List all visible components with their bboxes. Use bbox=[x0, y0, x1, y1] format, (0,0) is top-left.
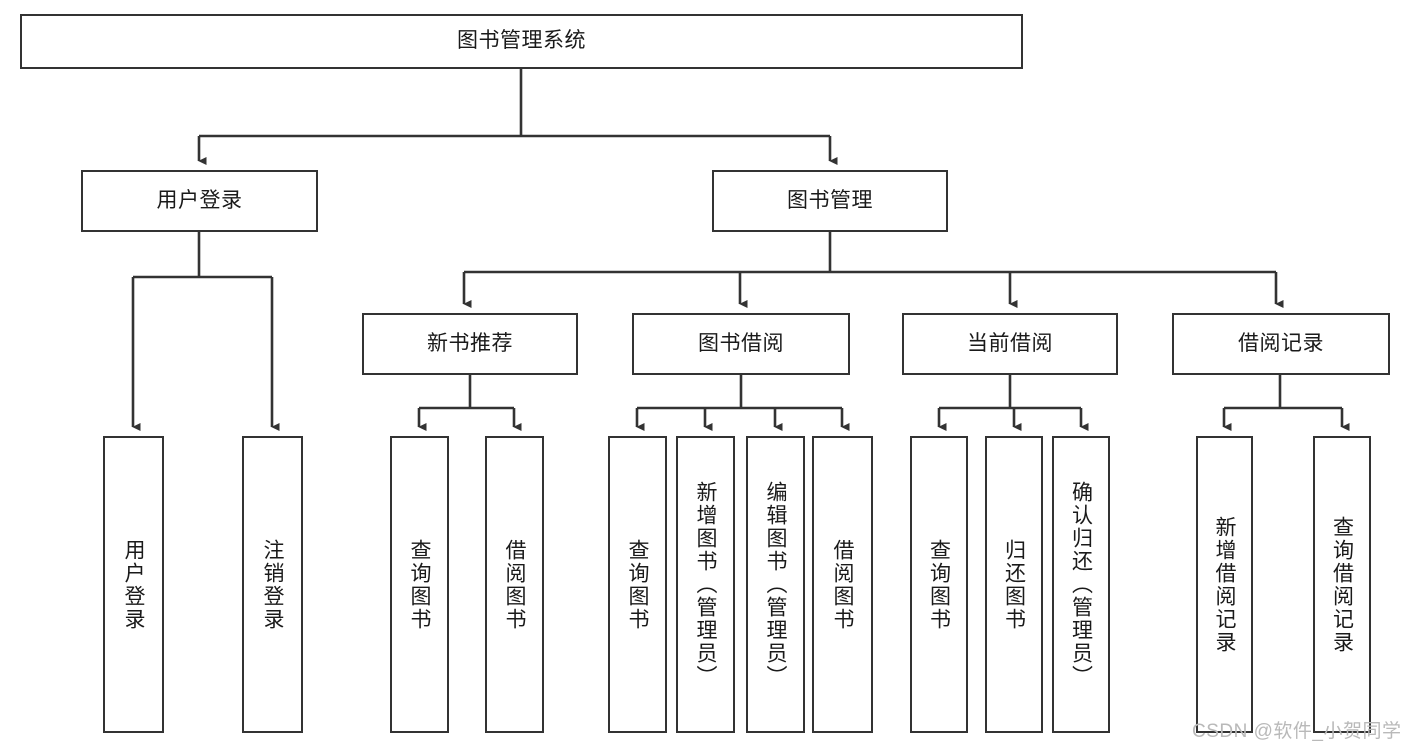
leaf-borrow-query-book-label: 查询图书 bbox=[626, 538, 649, 631]
node-user-login-label: 用户登录 bbox=[156, 188, 243, 212]
leaf-record-query-record[interactable]: 查询借阅记录 bbox=[1313, 436, 1371, 733]
leaf-current-confirm-return-label: 确认归还（管理员） bbox=[1069, 481, 1093, 688]
node-new-book-recommend[interactable]: 新书推荐 bbox=[362, 313, 578, 375]
leaf-user-login-logout[interactable]: 注销登录 bbox=[242, 436, 303, 733]
node-borrow-record[interactable]: 借阅记录 bbox=[1172, 313, 1390, 375]
leaf-borrow-query-book[interactable]: 查询图书 bbox=[608, 436, 667, 733]
leaf-current-return-book[interactable]: 归还图书 bbox=[985, 436, 1043, 733]
leaf-borrow-edit-book[interactable]: 编辑图书（管理员） bbox=[746, 436, 805, 733]
node-current-borrow-label: 当前借阅 bbox=[967, 331, 1053, 355]
node-current-borrow[interactable]: 当前借阅 bbox=[902, 313, 1118, 375]
leaf-current-query-book-label: 查询图书 bbox=[927, 538, 951, 631]
leaf-user-login-login-label: 用户登录 bbox=[122, 538, 145, 631]
leaf-recommend-borrow-book-label: 借阅图书 bbox=[503, 538, 526, 631]
leaf-user-login-logout-label: 注销登录 bbox=[261, 538, 284, 631]
leaf-borrow-borrow-book[interactable]: 借阅图书 bbox=[812, 436, 873, 733]
leaf-borrow-borrow-book-label: 借阅图书 bbox=[831, 538, 854, 631]
leaf-recommend-query-book[interactable]: 查询图书 bbox=[390, 436, 449, 733]
node-book-borrow-label: 图书借阅 bbox=[698, 331, 784, 355]
leaf-current-confirm-return[interactable]: 确认归还（管理员） bbox=[1052, 436, 1110, 733]
leaf-borrow-add-book[interactable]: 新增图书（管理员） bbox=[676, 436, 735, 733]
node-root-system[interactable]: 图书管理系统 bbox=[20, 14, 1023, 69]
leaf-borrow-add-book-label: 新增图书（管理员） bbox=[694, 481, 717, 688]
node-book-management[interactable]: 图书管理 bbox=[712, 170, 948, 232]
leaf-borrow-edit-book-label: 编辑图书（管理员） bbox=[764, 481, 787, 688]
leaf-recommend-query-book-label: 查询图书 bbox=[408, 538, 431, 631]
node-book-management-label: 图书管理 bbox=[787, 188, 873, 212]
leaf-record-add-record[interactable]: 新增借阅记录 bbox=[1196, 436, 1253, 733]
leaf-user-login-login[interactable]: 用户登录 bbox=[103, 436, 164, 733]
leaf-current-return-book-label: 归还图书 bbox=[1002, 538, 1026, 631]
leaf-record-query-record-label: 查询借阅记录 bbox=[1330, 515, 1354, 654]
node-borrow-record-label: 借阅记录 bbox=[1238, 331, 1324, 355]
node-user-login[interactable]: 用户登录 bbox=[81, 170, 318, 232]
node-book-borrow[interactable]: 图书借阅 bbox=[632, 313, 850, 375]
leaf-record-add-record-label: 新增借阅记录 bbox=[1213, 515, 1236, 654]
node-root-system-label: 图书管理系统 bbox=[457, 29, 586, 53]
node-new-book-recommend-label: 新书推荐 bbox=[427, 331, 513, 355]
leaf-recommend-borrow-book[interactable]: 借阅图书 bbox=[485, 436, 544, 733]
leaf-current-query-book[interactable]: 查询图书 bbox=[910, 436, 968, 733]
